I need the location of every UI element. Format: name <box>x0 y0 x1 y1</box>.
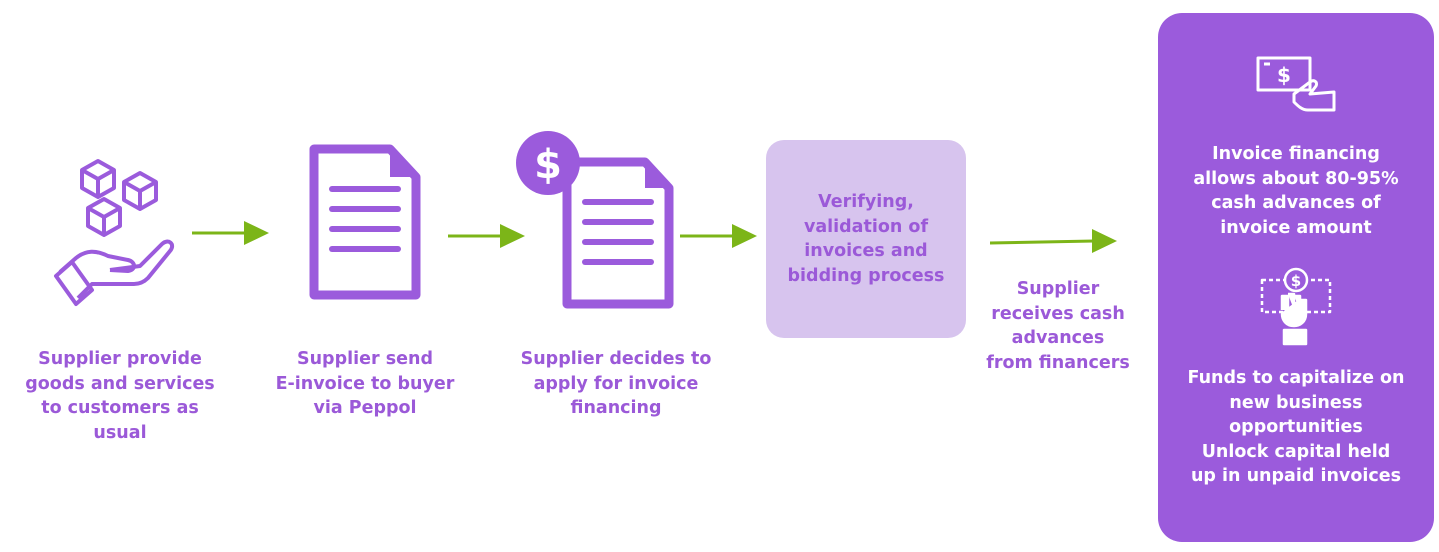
hand-taking-money-icon: $ <box>1260 267 1332 346</box>
step-5-label: Supplier receives cash advances from fin… <box>986 279 1130 373</box>
svg-text:$: $ <box>534 142 562 188</box>
document-icon <box>309 144 421 300</box>
arrow-1 <box>192 221 269 245</box>
panel-bottom-text: Funds to capitalize on new business oppo… <box>1187 368 1405 486</box>
arrow-2 <box>448 224 525 248</box>
panel-top-text: Invoice financing allows about 80-95% ca… <box>1193 144 1399 238</box>
verification-box <box>766 140 966 338</box>
svg-text:$: $ <box>1277 63 1291 87</box>
step-3-label: Supplier decides to apply for invoice fi… <box>520 349 712 418</box>
arrow-4 <box>990 229 1117 253</box>
arrow-3 <box>680 224 757 248</box>
dollar-document-icon: $ <box>516 131 674 309</box>
svg-text:$: $ <box>1291 272 1301 290</box>
step-2-label: Supplier send E-invoice to buyer via Pep… <box>275 349 455 418</box>
boxes-on-hand-icon <box>54 159 175 306</box>
verification-label: Verifying, validation of invoices and bi… <box>787 192 945 286</box>
cash-in-hand-icon: $ <box>1256 56 1336 112</box>
step-1-label: Supplier provide goods and services to c… <box>25 349 215 443</box>
